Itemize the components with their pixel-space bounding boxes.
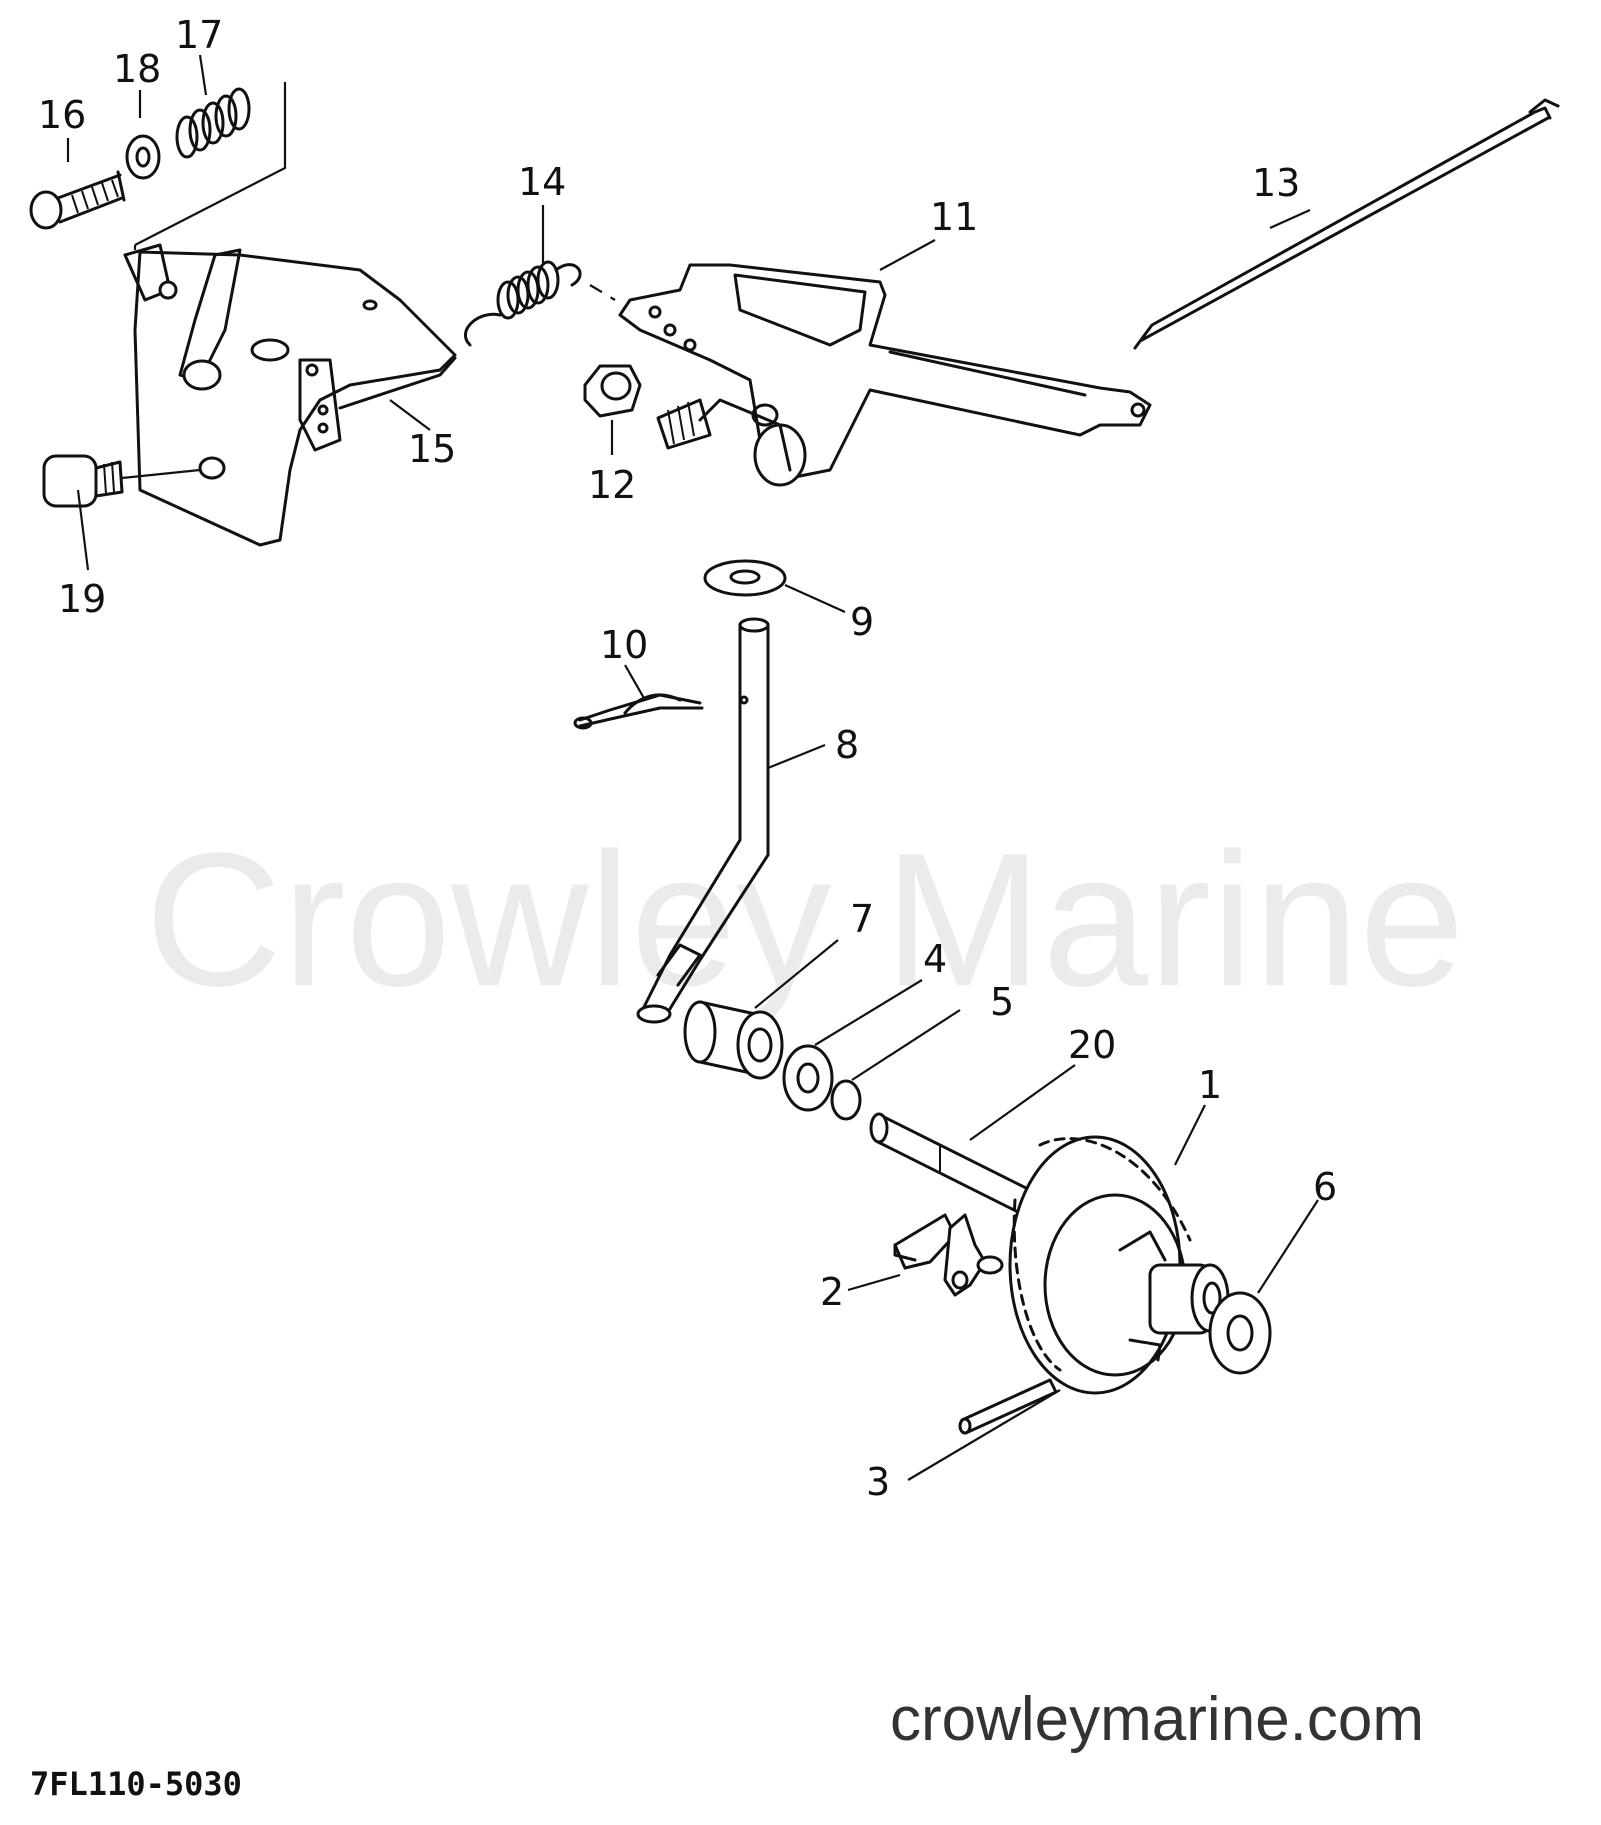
part-5-clip [830, 1079, 862, 1121]
part-12-nut [583, 364, 642, 418]
part-1-governor-gear [1008, 1135, 1230, 1395]
part-3-pin [958, 1378, 1058, 1435]
part-19-bolt [42, 454, 124, 508]
callout-6: 6 [1313, 1165, 1337, 1209]
callout-1: 1 [1198, 1063, 1222, 1107]
part-10-cotter-pin [573, 693, 704, 730]
leader-20 [969, 1064, 1076, 1141]
part-9-washer [703, 559, 787, 597]
part-6-washer [1208, 1291, 1272, 1375]
part-7-bushing [683, 1000, 784, 1080]
callout-15: 15 [408, 427, 456, 471]
callout-9: 9 [850, 600, 874, 644]
callout-10: 10 [600, 623, 648, 667]
leader-5 [851, 1009, 961, 1081]
callout-2: 2 [820, 1270, 844, 1314]
leader-11 [879, 239, 936, 271]
callout-8: 8 [835, 723, 859, 767]
callout-18: 18 [113, 47, 161, 91]
callout-19: 19 [58, 577, 106, 621]
part-4-washer [782, 1044, 834, 1112]
leader-19 [76, 489, 90, 571]
assembly-bracket-line [133, 82, 287, 250]
part-17-spring [175, 87, 251, 159]
callout-3: 3 [866, 1460, 890, 1504]
diagram-code: 7FL110-5030 [30, 1765, 242, 1803]
callout-7: 7 [850, 897, 874, 941]
leader-17 [198, 54, 208, 96]
watermark-text: Crowley Marine [145, 814, 1465, 1026]
leader-2 [847, 1273, 901, 1292]
leader-9 [784, 583, 846, 614]
leader-10 [624, 664, 646, 701]
callout-14: 14 [518, 160, 566, 204]
part-8-shaft [636, 617, 770, 1024]
callout-4: 4 [923, 937, 947, 981]
callout-17: 17 [175, 13, 223, 57]
callout-16: 16 [38, 93, 86, 137]
leader-1 [1174, 1104, 1206, 1166]
leader-3 [907, 1389, 1061, 1481]
part-11-lever [618, 263, 1152, 487]
part-2-governor-lever [893, 1213, 1004, 1297]
callout-13: 13 [1252, 161, 1300, 205]
part-15-plate-assembly [123, 243, 457, 547]
spring-14-guide-line [589, 284, 616, 301]
leader-6 [1257, 1199, 1319, 1294]
callout-20: 20 [1068, 1023, 1116, 1067]
part-16-screw [29, 170, 126, 230]
callout-5: 5 [990, 980, 1014, 1024]
site-url-text: crowleymarine.com [890, 1685, 1424, 1754]
callout-12: 12 [588, 463, 636, 507]
leader-7 [754, 939, 839, 1009]
callout-11: 11 [930, 195, 978, 239]
leader-13 [1269, 208, 1311, 230]
part-20-pin-shaft [869, 1112, 1039, 1220]
leader-15 [389, 399, 431, 431]
part-13-rod [1133, 98, 1560, 350]
bolt-19-guide-line [121, 468, 201, 480]
leader-8 [767, 743, 826, 770]
part-14-spring [463, 260, 582, 347]
part-18-washer [125, 134, 161, 180]
leader-4 [814, 979, 923, 1046]
